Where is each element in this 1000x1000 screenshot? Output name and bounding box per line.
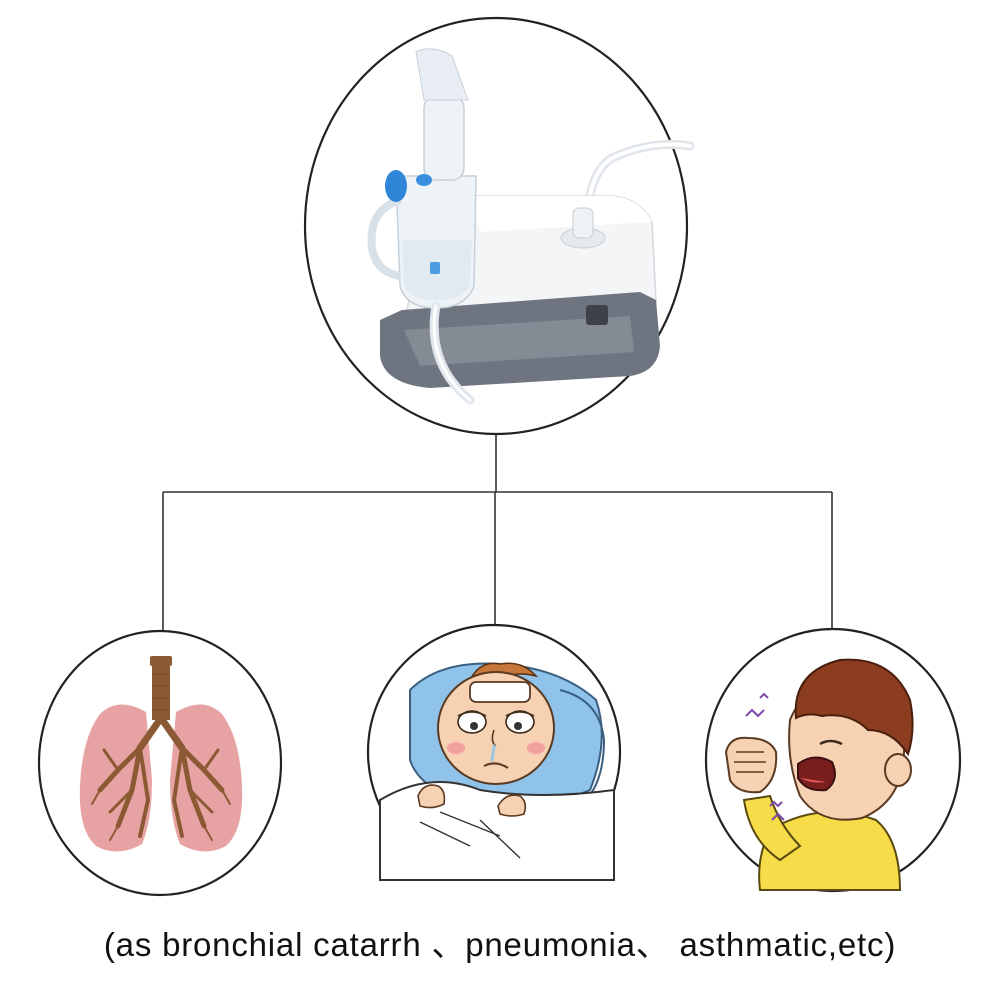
- nebulizer-machine-icon: [367, 48, 695, 405]
- condition-node-sick: [366, 623, 622, 881]
- condition-node-cough: [704, 627, 962, 893]
- connector-lines: [162, 434, 833, 634]
- sick-in-bed-icon: [379, 662, 615, 881]
- condition-node-lungs: [37, 629, 283, 897]
- nebulizer-node: [303, 16, 695, 436]
- coughing-boy-icon: [724, 658, 914, 891]
- conditions-caption: (as bronchial catarrh 、pneumonia、 asthma…: [103, 926, 897, 963]
- lungs-icon: [79, 656, 243, 852]
